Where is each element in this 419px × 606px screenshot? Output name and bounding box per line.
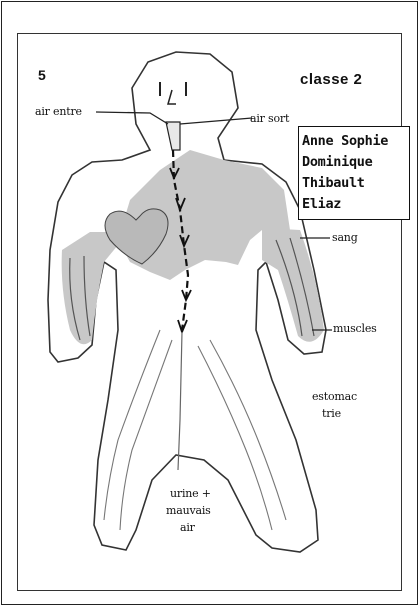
label-muscles: muscles — [333, 323, 377, 334]
label-sorts: trie — [322, 408, 341, 419]
name-3: Thibault — [302, 173, 409, 194]
label-air: air — [180, 522, 195, 533]
label-stomach: estomac — [312, 391, 357, 402]
label-air-in: air entre — [35, 106, 82, 117]
label-urine: urine + — [170, 488, 211, 499]
name-2: Dominique — [302, 152, 409, 173]
name-1: Anne Sophie — [302, 131, 409, 152]
name-4: Eliaz — [302, 194, 409, 215]
label-blood: sang — [332, 232, 358, 243]
page-number: 5 — [38, 68, 46, 82]
names-box: Anne Sophie Dominique Thibault Eliaz — [298, 126, 410, 220]
label-bad: mauvais — [166, 505, 211, 516]
class-label: classe 2 — [300, 72, 362, 87]
label-air-out: air sort — [250, 113, 289, 124]
